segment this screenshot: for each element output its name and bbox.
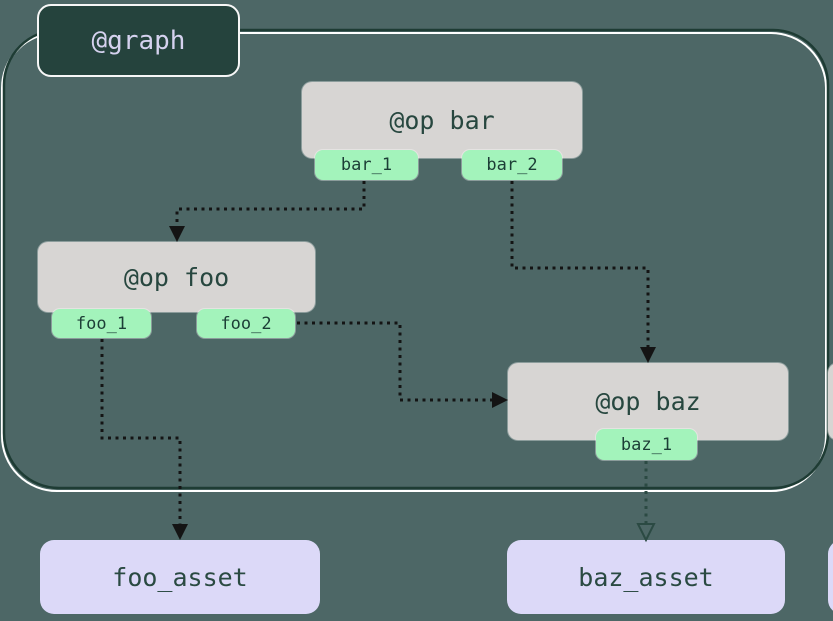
op-bar-label: @op bar	[389, 105, 495, 135]
op-node-bar: @op bar	[302, 82, 582, 158]
output-tab-foo-1-label: foo_1	[75, 313, 128, 334]
cutoff-op-node	[828, 363, 833, 440]
output-tab-baz-1: baz_1	[596, 429, 697, 460]
op-node-baz: @op baz	[508, 363, 788, 440]
asset-baz-label: baz_asset	[578, 562, 714, 592]
graph-label-text: @graph	[91, 25, 186, 56]
asset-node-foo-asset: foo_asset	[40, 540, 320, 614]
op-foo-label: @op foo	[123, 262, 230, 292]
output-tab-baz-1-label: baz_1	[620, 434, 673, 455]
graph-outline-highlight	[1, 32, 827, 492]
output-tab-bar-1-label: bar_1	[340, 155, 393, 175]
cutoff-asset-node	[828, 540, 833, 614]
output-tab-foo-1: foo_1	[52, 309, 151, 338]
output-tab-bar-2-label: bar_2	[486, 155, 538, 175]
op-baz-label: @op baz	[595, 387, 701, 416]
output-tab-foo-2: foo_2	[197, 309, 295, 338]
op-node-foo: @op foo	[38, 242, 315, 312]
graph-label-box: @graph	[37, 4, 240, 77]
output-tab-bar-2: bar_2	[462, 150, 562, 180]
output-tab-foo-2-label: foo_2	[220, 313, 272, 334]
graph-outline-border	[2, 28, 830, 490]
asset-foo-label: foo_asset	[112, 562, 248, 592]
asset-node-baz-asset: baz_asset	[507, 540, 785, 614]
output-tab-bar-1: bar_1	[315, 150, 418, 180]
